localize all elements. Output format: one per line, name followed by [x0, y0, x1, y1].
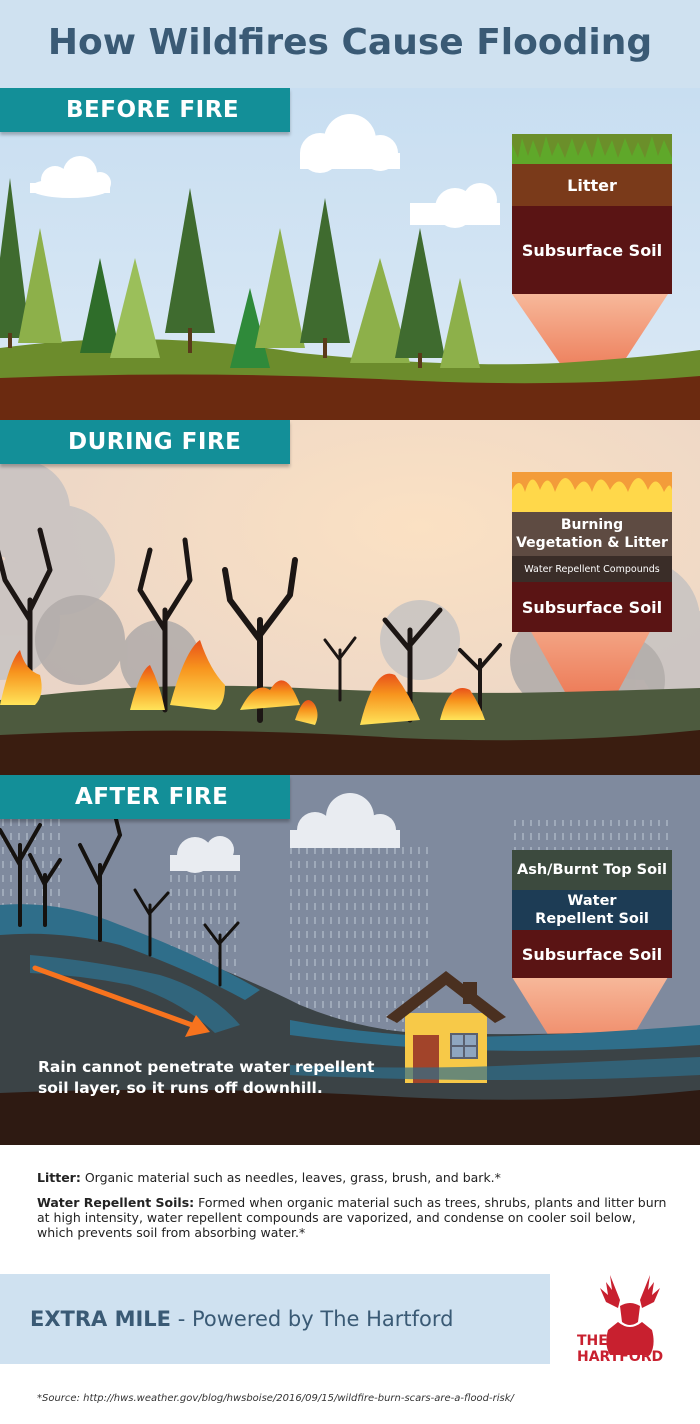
- water-repellent-soil-layer: Water Repellent Soil: [512, 890, 672, 930]
- litter-text: Organic material such as needles, leaves…: [80, 1170, 501, 1185]
- cloud-icon: [410, 183, 500, 228]
- during-fire-panel: DURING FIRE Burning Vegetation & Litter …: [0, 420, 700, 775]
- litter-layer: Litter: [512, 164, 672, 206]
- source-note: *Source: http://hws.weather.gov/blog/hws…: [37, 1393, 514, 1404]
- burning-vegetation-layer: Burning Vegetation & Litter: [512, 512, 672, 556]
- water-repellent-soils-definition: Water Repellent Soils: Formed when organ…: [37, 1195, 667, 1240]
- water-repellent-compounds-layer: Water Repellent Compounds: [512, 556, 672, 582]
- runoff-caption: Rain cannot penetrate water repellent so…: [38, 1058, 375, 1097]
- water-repellent-soils-term: Water Repellent Soils:: [37, 1195, 195, 1210]
- stag-logo-icon: [600, 1275, 660, 1355]
- cloud-icon: [30, 156, 111, 198]
- footer-brand: EXTRA MILE: [30, 1307, 172, 1331]
- after-fire-scene: [0, 775, 700, 1145]
- logo-line1: THE: [577, 1333, 608, 1349]
- runoff-arrow-icon: [32, 965, 210, 1037]
- subsurface-soil-layer: Subsurface Soil: [512, 930, 672, 978]
- cloud-icon: [290, 793, 400, 848]
- after-fire-panel: AFTER FIRE Ash/Burnt Top Soil Water Repe…: [0, 775, 700, 1145]
- page-title: How Wildfires Cause Flooding: [47, 22, 653, 63]
- during-fire-scene: [0, 420, 700, 775]
- burnt-trees: [0, 527, 502, 723]
- litter-term: Litter:: [37, 1170, 81, 1185]
- before-fire-panel: BEFORE FIRE Litter Subsurface Soil: [0, 88, 700, 420]
- litter-definition: Litter: Organic material such as needles…: [37, 1170, 667, 1185]
- subsurface-soil-layer: Subsurface Soil: [512, 206, 672, 294]
- pine-trees: [0, 178, 480, 368]
- footer-bar: [0, 1274, 550, 1364]
- title-bar: [0, 0, 700, 88]
- tab-during-fire: DURING FIRE: [0, 420, 290, 464]
- footer-tagline: - Powered by The Hartford: [171, 1307, 454, 1331]
- fire-icon: [0, 640, 485, 725]
- cloud-icon: [300, 114, 400, 173]
- footer-text: EXTRA MILE - Powered by The Hartford: [30, 1307, 453, 1331]
- logo-line2: HARTFORD: [577, 1349, 664, 1365]
- tab-before-fire: BEFORE FIRE: [0, 88, 290, 132]
- definitions: Litter: Organic material such as needles…: [37, 1170, 667, 1250]
- water-repellent-soils-text: Formed when organic material such as tre…: [37, 1195, 667, 1240]
- ash-burnt-top-soil-layer: Ash/Burnt Top Soil: [512, 850, 672, 890]
- subsurface-soil-layer: Subsurface Soil: [512, 582, 672, 632]
- tab-after-fire: AFTER FIRE: [0, 775, 290, 819]
- cloud-icon: [170, 836, 240, 873]
- burnt-trees: [0, 813, 240, 987]
